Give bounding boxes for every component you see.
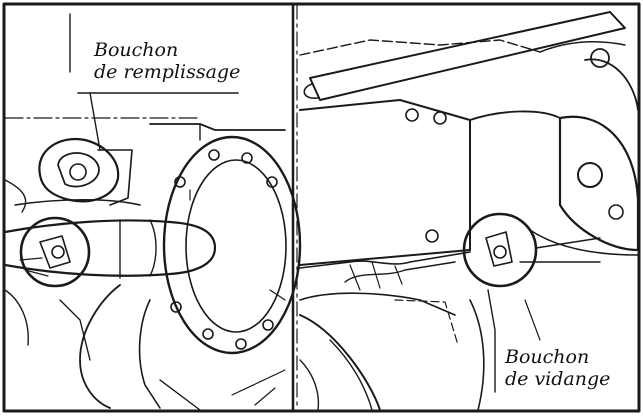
drain-plug-label: Bouchon de vidange: [505, 346, 610, 390]
fill-plug-label-line2: de remplissage: [94, 61, 241, 83]
left-panel: [3, 13, 302, 411]
right-panel: [299, 11, 640, 411]
fill-plug-label: Bouchon de remplissage: [94, 39, 240, 83]
fill-plug-label-line1: Bouchon: [94, 39, 179, 61]
drain-plug-label-line1: Bouchon: [505, 346, 590, 368]
drain-plug-label-line2: de vidange: [505, 368, 611, 390]
